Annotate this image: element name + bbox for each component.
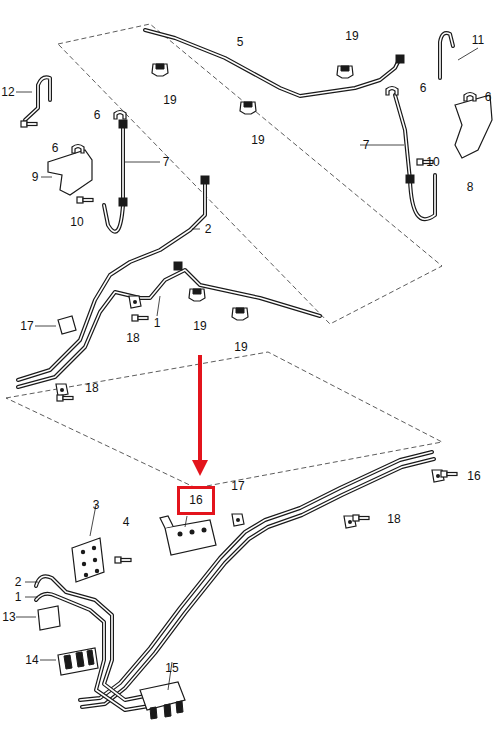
- callout-number: 6: [93, 109, 102, 122]
- bracket: [455, 95, 492, 158]
- bracket: [48, 150, 92, 195]
- callout-number: 19: [162, 94, 177, 107]
- brake-tube: [36, 452, 434, 710]
- callout-number: 2: [14, 576, 23, 589]
- callout-number: 2: [204, 223, 213, 236]
- callout-number: 15: [164, 662, 179, 675]
- callout-number: 5: [236, 36, 245, 49]
- tube-block: [160, 516, 216, 555]
- brake-tube: [18, 30, 453, 387]
- callout-number: 11: [471, 34, 485, 47]
- callout-number: 16: [189, 494, 202, 507]
- callout-number: 10: [69, 216, 84, 229]
- tube-block: [58, 648, 98, 675]
- callout-number: 17: [19, 320, 34, 333]
- callout-number: 12: [0, 86, 15, 99]
- callout-number: 13: [1, 611, 16, 624]
- callout-number: 7: [162, 156, 171, 169]
- callout-number: 1: [14, 591, 23, 604]
- plane-outline: [6, 352, 442, 488]
- highlight-arrow: [192, 355, 208, 476]
- callout-number: 8: [466, 181, 475, 194]
- callout-number: 19: [344, 30, 359, 43]
- callout-number: 6: [419, 82, 428, 95]
- callout-number: 3: [92, 499, 101, 512]
- callout-number: 7: [362, 139, 371, 152]
- callout-number: 19: [192, 320, 207, 333]
- clip-symbol: [38, 606, 60, 630]
- hose-fitting: [119, 55, 414, 270]
- plane-outline: [58, 24, 442, 324]
- callout-number: 16: [466, 470, 481, 483]
- clip-symbol: [58, 316, 76, 334]
- leader-line: [16, 48, 478, 690]
- highlight-box: 16: [177, 486, 215, 515]
- callout-number: 19: [250, 134, 265, 147]
- callout-number: 6: [51, 142, 60, 155]
- callout-number: 9: [31, 171, 40, 184]
- tube-block: [72, 538, 104, 582]
- callout-number: 10: [425, 156, 440, 169]
- callout-number: 18: [125, 332, 140, 345]
- callout-number: 18: [84, 382, 99, 395]
- tube-block: [140, 682, 185, 719]
- callout-number: 1: [153, 317, 162, 330]
- callout-number: 19: [233, 341, 248, 354]
- callout-number: 4: [122, 516, 131, 529]
- callout-number: 17: [230, 480, 245, 493]
- callout-number: 6: [484, 91, 493, 104]
- callout-number: 18: [386, 513, 401, 526]
- callout-number: 14: [24, 654, 39, 667]
